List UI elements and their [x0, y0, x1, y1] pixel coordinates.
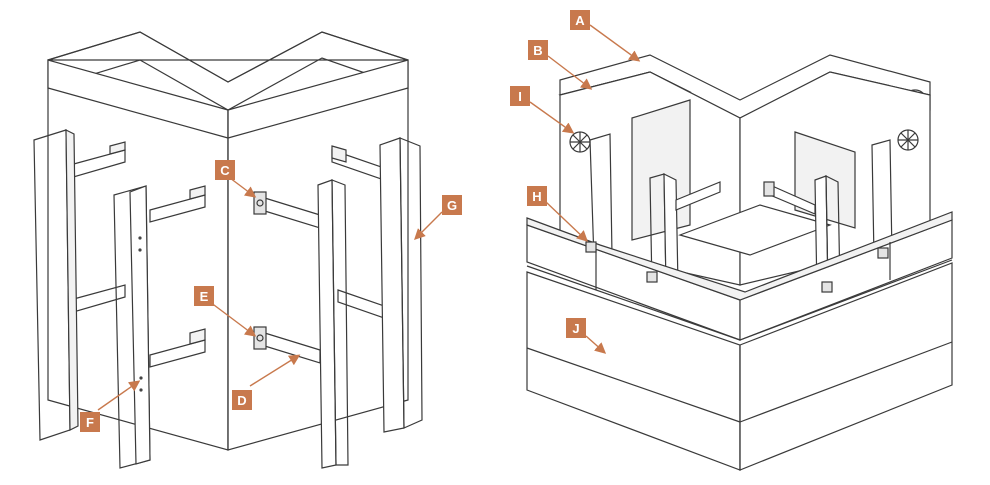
clip-2: [646, 271, 658, 283]
rail-far-right: [379, 137, 423, 433]
rail-right-front: [317, 179, 349, 469]
right-recess-floor: [678, 204, 832, 256]
cladding-top-lip: [526, 211, 953, 301]
label-j: J: [566, 318, 586, 338]
right-bracket-upper-2: [331, 145, 391, 183]
right-bracket-a: [675, 181, 721, 211]
left-bracket-upper-1: [69, 141, 126, 179]
label-h: H: [527, 186, 547, 206]
clip-3: [821, 281, 833, 293]
left-assembly: [33, 31, 443, 469]
vent-right: [897, 129, 919, 151]
label-f: F: [80, 412, 100, 432]
label-e: E: [194, 286, 214, 306]
right-bracket-upper-1: [253, 191, 321, 229]
label-c: C: [215, 160, 235, 180]
vent-left: [569, 131, 591, 153]
clip-4: [877, 247, 889, 259]
label-d: D: [232, 390, 252, 410]
clip-1: [585, 241, 597, 253]
label-a: A: [570, 10, 590, 30]
right-assembly: [526, 24, 953, 471]
right-bracket-c: [763, 181, 775, 197]
rail-left-front: [113, 185, 151, 469]
label-g: G: [442, 195, 462, 215]
right-insulation-block-left: [631, 99, 691, 241]
label-i: I: [510, 86, 530, 106]
left-bracket-upper-2: [149, 185, 206, 223]
left-bracket-lower-2: [149, 328, 206, 368]
rail-far-left: [33, 129, 79, 441]
left-wall-top-outline: [47, 31, 409, 83]
label-b: B: [528, 40, 548, 60]
